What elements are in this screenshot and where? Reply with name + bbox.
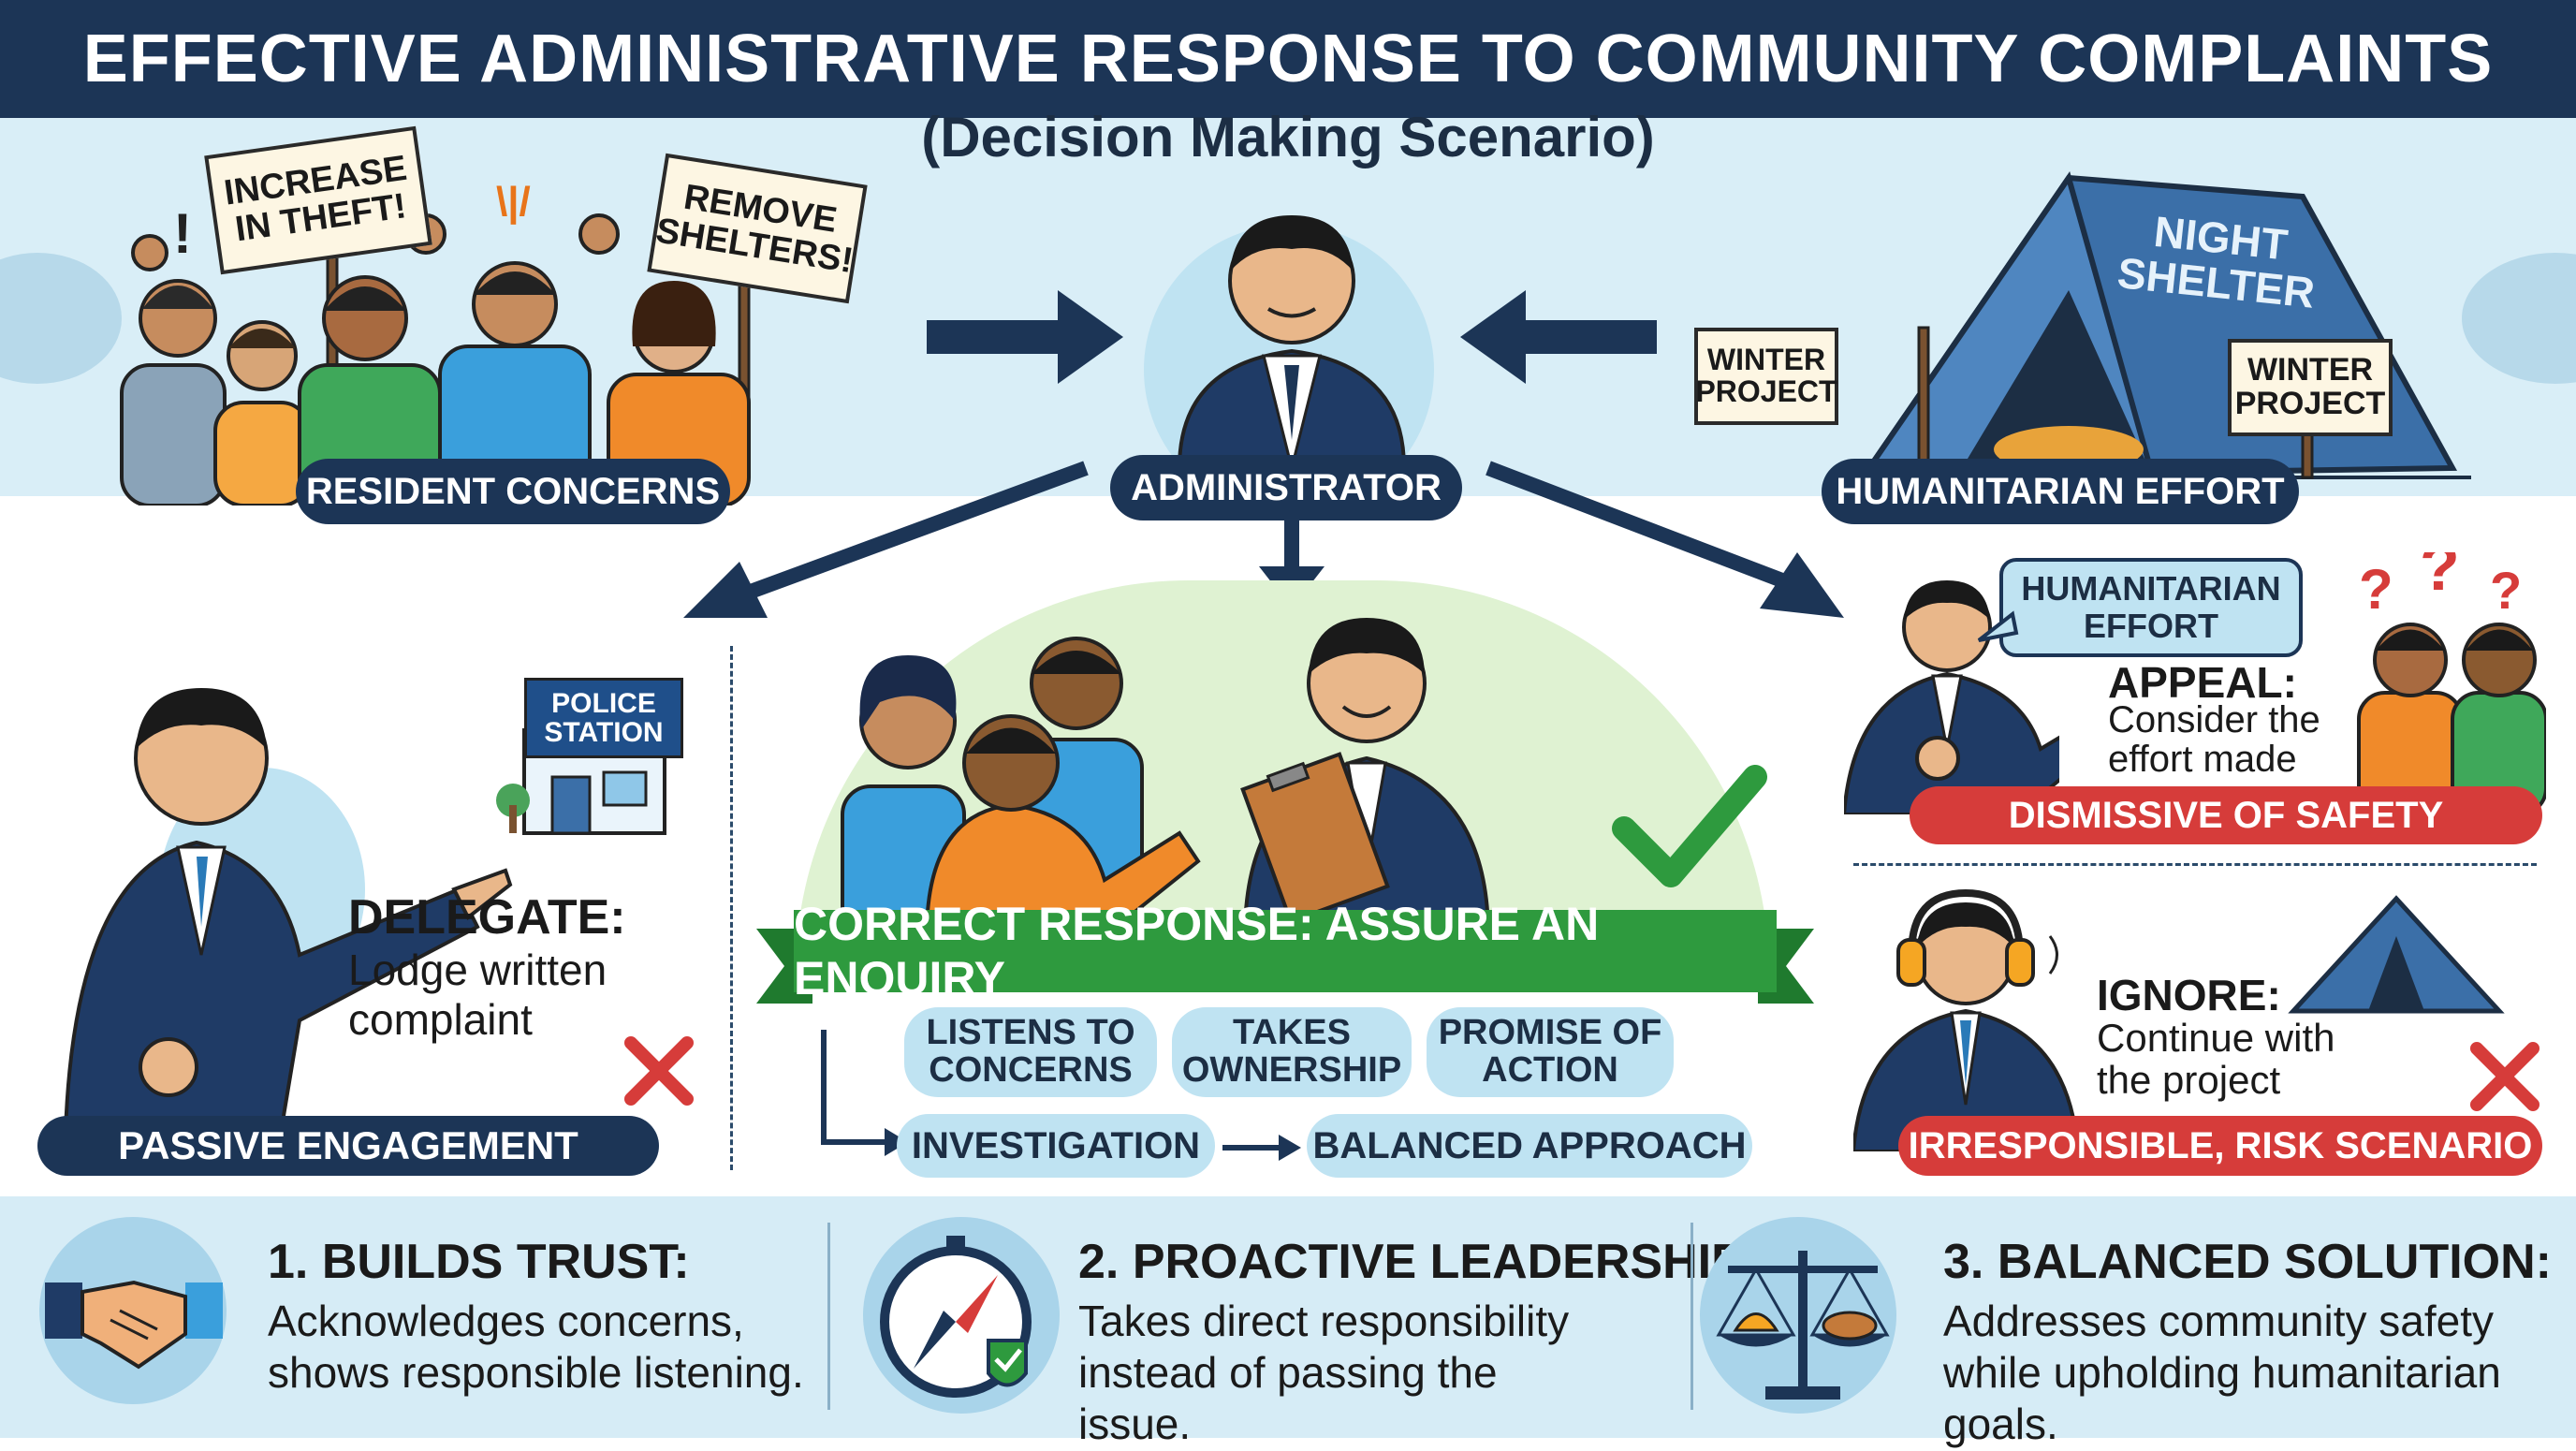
benefit-1-text: Acknowledges concerns, shows responsible… (268, 1297, 804, 1398)
appeal-text: Consider the effort made (2108, 699, 2320, 780)
benefit-divider-2 (1690, 1223, 1693, 1410)
delegate-text: Lodge written complaint (348, 945, 607, 1044)
winter-project-sign-1: WINTER PROJECT (1694, 328, 1838, 425)
humanitarian-speech-bubble: HUMANITARIAN EFFORT (1999, 558, 2303, 657)
decision-arrows (683, 461, 1844, 618)
benefit-3-text: Addresses community safety while upholdi… (1943, 1297, 2501, 1449)
small-tent-icon (2288, 895, 2505, 1014)
benefit-2-title: 2. PROACTIVE LEADERSHIP (1078, 1235, 1744, 1289)
svg-text:!: ! (173, 202, 192, 265)
arrow-into-admin-right-icon (1460, 290, 1657, 384)
police-station-sign: POLICE STATION (524, 678, 683, 758)
svg-text:?: ? (2420, 552, 2460, 604)
delegate-heading: DELEGATE: (348, 890, 626, 945)
benefit-1-title: 1. BUILDS TRUST: (268, 1235, 690, 1289)
arrow-into-admin-left-icon (927, 290, 1123, 384)
svg-text:?: ? (2359, 558, 2393, 621)
flow-connector-arrow-icon (821, 1030, 908, 1156)
ignore-text: Continue with the project (2097, 1016, 2335, 1103)
left-divider (730, 646, 733, 1170)
winter-project-sign-2: WINTER PROJECT (2228, 339, 2393, 436)
appeal-administrator-illustration (1844, 580, 2059, 814)
handshake-icon (45, 1280, 223, 1370)
flow-arrow-icon (1222, 1135, 1301, 1161)
check-mark-icon (1612, 765, 1767, 887)
page-subtitle: (Decision Making Scenario) (921, 106, 1655, 169)
ignore-heading: IGNORE: (2097, 971, 2281, 1019)
pointing-administrator-illustration (63, 688, 513, 1133)
svg-text:?: ? (2490, 561, 2522, 620)
benefit-3-title: 3. BALANCED SOLUTION: (1943, 1235, 2552, 1289)
irresponsible-risk-badge: IRRESPONSIBLE, RISK SCENARIO (1898, 1116, 2542, 1176)
passive-engagement-badge: PASSIVE ENGAGEMENT (37, 1116, 659, 1176)
compass-icon (880, 1236, 1032, 1398)
chip-promise-of-action: PROMISE OF ACTION (1427, 1007, 1674, 1097)
chip-listens-to-concerns: LISTENS TO CONCERNS (904, 1007, 1157, 1097)
flow-investigation: INVESTIGATION (897, 1114, 1215, 1178)
confused-residents-illustration: ? ? ? (2357, 552, 2546, 814)
scales-icon (1716, 1251, 1890, 1400)
page-title: EFFECTIVE ADMINISTRATIVE RESPONSE TO COM… (0, 0, 2576, 118)
dismissive-of-safety-badge: DISMISSIVE OF SAFETY (1910, 786, 2542, 844)
humanitarian-effort-label: HUMANITARIAN EFFORT (1822, 459, 2299, 524)
arrow-right-branch-icon (1760, 552, 1844, 618)
speech-bubble-tail-icon (1977, 610, 2019, 642)
correct-response-banner: CORRECT RESPONSE: ASSURE AN ENQUIRY (794, 898, 1600, 1004)
administrator-illustration (1177, 215, 1407, 468)
bottom-band-background (0, 1196, 2576, 1438)
resident-concerns-label: RESIDENT CONCERNS (296, 459, 730, 524)
benefit-divider-1 (827, 1223, 830, 1410)
cross-mark-icon (2470, 1042, 2539, 1111)
administrator-label: ADMINISTRATOR (1110, 455, 1462, 520)
cloud-left-icon (0, 253, 122, 384)
chip-takes-ownership: TAKES OWNERSHIP (1172, 1007, 1412, 1097)
svg-text:\|/: \|/ (496, 179, 531, 226)
arrow-left-branch-icon (683, 562, 768, 618)
flow-balanced-approach: BALANCED APPROACH (1307, 1114, 1752, 1178)
appeal-heading: APPEAL: (2108, 658, 2297, 707)
cross-mark-icon (624, 1036, 694, 1106)
benefit-2-text: Takes direct responsibility instead of p… (1078, 1297, 1570, 1449)
correct-response-ribbon (756, 910, 1814, 1004)
right-divider (1853, 863, 2537, 866)
listening-residents-illustration (841, 618, 1491, 936)
ignoring-administrator-illustration (1853, 888, 2081, 1151)
cloud-right-icon (2462, 253, 2576, 384)
